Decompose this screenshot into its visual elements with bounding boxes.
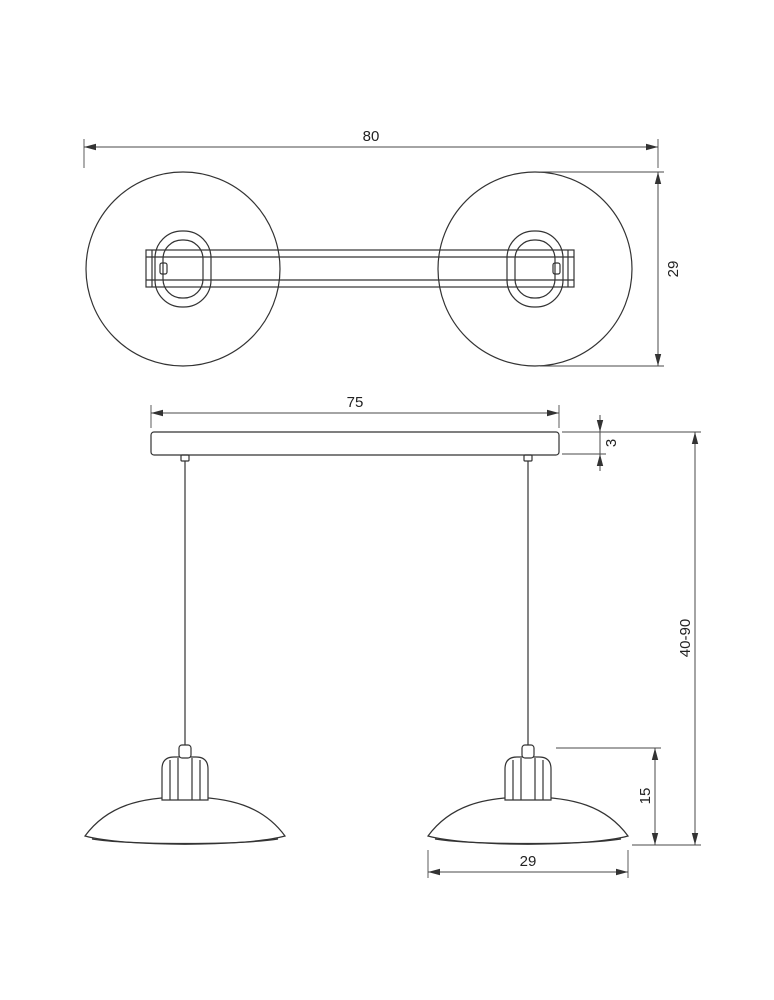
left-shade-front-view — [84, 796, 286, 845]
dim-label-overall-width: 80 — [363, 128, 380, 145]
holder-body — [161, 756, 209, 801]
dimension-height-range: 40-90 — [562, 431, 701, 846]
canopy-inner-outline — [514, 239, 556, 299]
shade-outline — [427, 796, 629, 845]
shade-rim-line — [434, 838, 622, 845]
left-lamp-holder — [161, 744, 209, 801]
holder-cap — [178, 744, 192, 759]
dimension-shade-width: 29 — [427, 850, 629, 878]
shade-outline — [84, 796, 286, 845]
mounting-slot — [159, 262, 168, 275]
right-shade-front-view — [427, 796, 629, 845]
front-view: 75 — [84, 394, 701, 878]
dimension-shade-height: 15 — [556, 747, 661, 845]
ceiling-bar-top-view — [145, 249, 575, 288]
bar-outline — [150, 431, 560, 456]
dim-label-shade-diameter-top: 29 — [665, 261, 682, 278]
left-shade-top-outline — [85, 171, 281, 367]
canopy-inner-outline — [162, 239, 204, 299]
canopy-outer-outline — [506, 230, 564, 308]
dimension-bar-thickness: 3 — [562, 415, 620, 471]
left-canopy-top-view — [154, 230, 212, 308]
right-canopy-top-view — [506, 230, 564, 308]
dim-label-bar-length: 75 — [347, 394, 364, 411]
bar-outline — [145, 249, 575, 288]
ceiling-bar-front-view — [150, 431, 560, 462]
cord-connector — [180, 454, 190, 462]
dim-label-shade-width: 29 — [520, 853, 537, 870]
top-view: 80 29 — [83, 128, 682, 367]
mounting-slot — [552, 262, 561, 275]
holder-cap — [521, 744, 535, 759]
dimension-shade-diameter-top: 29 — [540, 171, 682, 367]
right-shade-top-outline — [437, 171, 633, 367]
cord-connector — [523, 454, 533, 462]
canopy-outer-outline — [154, 230, 212, 308]
shade-rim-line — [91, 838, 279, 845]
dim-label-shade-height: 15 — [637, 788, 654, 805]
holder-body — [504, 756, 552, 801]
right-lamp-holder — [504, 744, 552, 801]
dim-label-height-range: 40-90 — [677, 619, 694, 657]
dimension-bar-length: 75 — [150, 394, 560, 428]
dimension-overall-width: 80 — [83, 128, 659, 168]
dim-label-bar-thickness: 3 — [603, 439, 620, 447]
